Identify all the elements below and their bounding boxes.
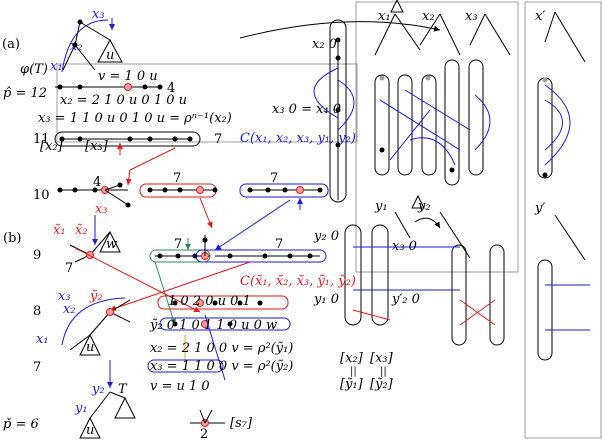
x2-row8: x₂	[63, 302, 76, 317]
num-7-row9: 7	[65, 261, 73, 276]
eq-x3: x₃ = 1 1 0 u 0 1 0 u = ρⁿ⁻¹(x₂)	[38, 111, 232, 126]
tree-top-x3: x₃	[92, 7, 105, 22]
panel-left-top	[56, 63, 358, 143]
x3-x4-0: x₃ 0 = x₄ 0	[272, 102, 341, 117]
row-level-7: x₂ = 2 1 0 0 v = ρ²(ỹ₁) x₃ = 1 1 0 0 v =…	[147, 341, 293, 394]
x3-right: x₃	[465, 9, 478, 24]
w-row9: w	[106, 237, 117, 252]
label-level-11: 11	[33, 132, 50, 147]
y2-0-right: y₂ 0	[313, 229, 339, 244]
eq-x3b: x₃ = 1 1 0 0 v = ρ²(ỹ₂)	[150, 359, 293, 374]
label-phi: φ(T)	[20, 62, 48, 77]
xprime: x′	[535, 9, 545, 24]
num-7-row10a: 7	[173, 171, 181, 186]
row-level-11: [x₂] [x₃] 7	[40, 131, 222, 186]
yt2-row8: ỹ₂	[89, 289, 103, 304]
num-7-row9b: 7	[174, 237, 182, 252]
top-pills: x₂ 0 x₃ 0 = x₄ 0 C(x₁, x₂, x₃, y₁, y₂)	[239, 19, 441, 203]
C-bot: C(x̃₁, x̃₂, x̃₃, ỹ₁, ỹ₂)	[240, 274, 356, 289]
num-7-row10b: 7	[270, 171, 278, 186]
label-level-8: 8	[33, 304, 41, 319]
right-panel-content: x₁ x₂ x₃ y₁ y₂	[240, 0, 511, 346]
panel-right-prime	[524, 1, 602, 439]
prime-panel: x′ y′	[534, 9, 590, 361]
tree-top-x1: x₁	[50, 59, 63, 74]
y2-bottom: y₂	[91, 382, 105, 397]
eq-x2b: x₂ = 2 1 0 0 v = ρ²(ỹ₁)	[150, 341, 293, 356]
row-level-9: x̃₁ x̃₂ w 7 7 7	[53, 215, 327, 326]
br-y1: [ỹ₁]	[340, 377, 364, 392]
mid-row-8b: ỹ₂ 0 1 0 1 1 0 u 0 w	[149, 318, 277, 333]
xt2: x̃₂	[75, 223, 88, 238]
num-2-bottom: 2	[200, 427, 208, 442]
tree-top-u: u	[106, 48, 114, 63]
label-level-9: 9	[33, 248, 41, 263]
x3-0-right: x₃ 0	[392, 239, 417, 254]
eq-v-top: v = 1 0 u	[98, 69, 158, 84]
label-p-hat: p̂ = 12	[3, 86, 47, 101]
y1-right: y₁	[374, 199, 388, 214]
eq-v-bot: v = u 1 0	[150, 379, 210, 394]
x2-0-top: x₂ 0	[312, 37, 337, 52]
x1-right: x₁	[378, 9, 391, 24]
num-7-row11: 7	[214, 132, 222, 147]
num-4-top: 4	[167, 81, 175, 96]
u-bottom: u	[86, 423, 94, 438]
br-eq1: ||	[350, 366, 357, 377]
num-4-row10: 4	[93, 175, 101, 190]
label-b: (b)	[3, 231, 21, 246]
row-level-8: x₃ ỹ₂ x₂ x₁ u 1 0 2 0 u 0 1 ỹ₂ 0 1 0 1 1…	[36, 289, 291, 381]
x3-row10: x₃	[95, 202, 108, 217]
y1-bottom: y₁	[74, 401, 88, 416]
x2-right: x₂	[422, 9, 435, 24]
br-x3: [x₃]	[370, 351, 394, 366]
eq-x2: x₂ = 2 1 0 u 0 1 0 u	[60, 93, 187, 108]
label-level-7: 7	[33, 360, 41, 375]
row-level-10: 4 x₃ 7 7	[57, 171, 329, 251]
tree-bottom: T y₂ y₁ u 2 [s₇]	[74, 360, 253, 442]
y1-0-right: y₁ 0	[313, 292, 339, 307]
tree-top: u x₃ x₂ x₁	[50, 7, 123, 74]
label-level-10: 10	[33, 188, 50, 203]
br-eq2: ||	[380, 366, 387, 377]
label-a: (a)	[2, 37, 20, 52]
num-7-row9c: 7	[275, 237, 283, 252]
T-bottom: T	[118, 382, 128, 397]
x1-row8: x₁	[36, 332, 49, 347]
label-p-check: p̌ = 6	[3, 417, 39, 432]
panel-right-main	[355, 1, 519, 273]
mid-row-8: 1 0 2 0 u 0 1	[168, 294, 251, 309]
yp2-0-right: y′₂ 0	[391, 292, 420, 307]
br-x3-row11: [x₃]	[85, 139, 109, 154]
C-top: C(x₁, x₂, x₃, y₁, y₂)	[240, 131, 356, 146]
br-x2-row11: [x₂]	[40, 139, 64, 154]
br-x2: [x₂]	[340, 351, 364, 366]
x3-row8: x₃	[58, 289, 71, 304]
s7: [s₇]	[230, 416, 253, 431]
u-row8: u	[86, 340, 94, 355]
bracket-labels: [x₂] || [ỹ₁] [x₃] || [ỹ₂]	[340, 351, 394, 392]
xt1: x̃₁	[53, 223, 66, 238]
yprime: y′	[534, 201, 545, 216]
br-y2: [ỹ₂]	[370, 377, 394, 392]
row-v-top: v = 1 0 u 4 x₂ = 2 1 0 u 0 1 0 u x₃ = 1 …	[38, 69, 232, 126]
